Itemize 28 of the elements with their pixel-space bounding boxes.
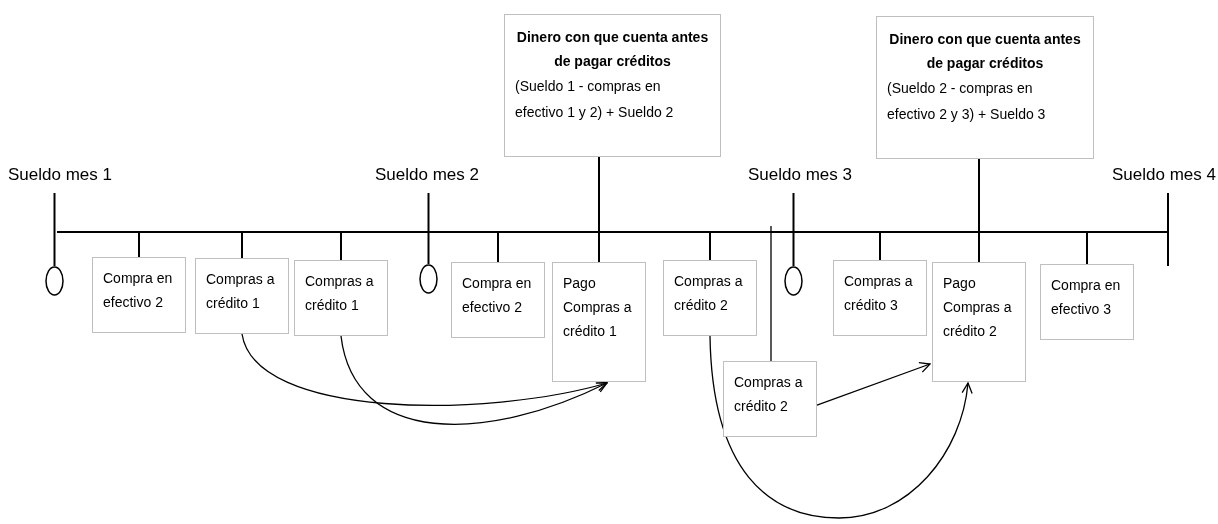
connector-line [427,192,430,265]
connector-line [978,158,980,263]
box-text: (Sueldo 1 - compras en efectivo 1 y 2) + Sueldo 2 [515,77,675,122]
curved-arrow [709,335,973,519]
box-heading: Dinero con que cuenta antes de pagar créditos [515,28,710,71]
box-heading: Dinero con que cuenta antes de pagar créditos [888,30,1082,73]
purchase-box: Compra en efectivo 2 [92,257,186,333]
connector-line [53,192,56,267]
purchase-box: Compras a crédito 1 [294,260,388,336]
curved-arrow [816,362,931,406]
info-box [876,16,1094,159]
salary-circle [419,264,438,294]
connector-line [598,156,600,263]
connector-line [792,192,795,267]
purchase-box: Compras a crédito 3 [833,260,927,336]
curved-arrow [340,335,608,425]
info-box [504,14,721,157]
salary-label: Sueldo mes 4 [1112,165,1218,185]
purchase-box: Pago Compras a crédito 1 [552,262,646,382]
purchase-box: Pago Compras a crédito 2 [932,262,1026,382]
salary-circle [45,266,64,296]
purchase-box: Compras a crédito 2 [663,260,757,336]
purchase-box: Compra en efectivo 2 [451,262,545,338]
purchase-box: Compras a crédito 2 [723,361,817,437]
purchase-box: Compras a crédito 1 [195,258,289,334]
box-text: (Sueldo 2 - compras en efectivo 2 y 3) + Sueldo 3 [887,79,1047,124]
purchase-box: Compra en efectivo 3 [1040,264,1134,340]
salary-circle [784,266,803,296]
